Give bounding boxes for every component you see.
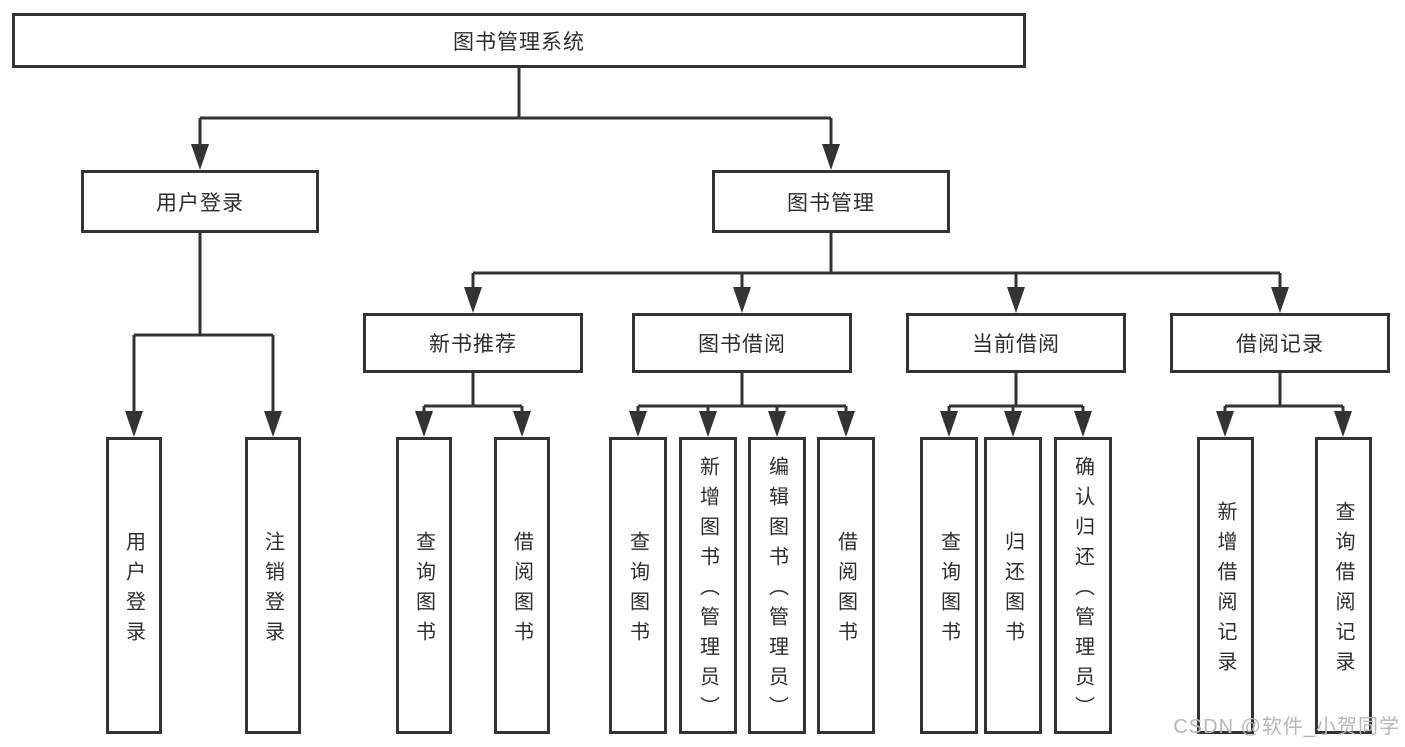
node-label: 查询借阅记录 [1332, 500, 1354, 681]
node-label: 查询图书 [412, 530, 435, 651]
node-label: 归还图书 [1001, 530, 1024, 651]
current-connector [940, 373, 1092, 437]
leaf-add-borrow-record: 新增借阅记录 [1197, 437, 1254, 734]
node-label: 借阅图书 [510, 530, 533, 651]
user-login-label: 用户登录 [156, 191, 244, 215]
leaf-query-books-recommend: 查询图书 [396, 437, 452, 734]
leaf-return-books: 归还图书 [984, 437, 1042, 734]
arrow-down-icon [464, 287, 482, 313]
records-connector [1216, 373, 1352, 437]
new-book-recommend-label: 新书推荐 [429, 333, 517, 356]
leaf-borrow-books: 借阅图书 [817, 437, 875, 734]
arrow-down-icon [264, 411, 282, 437]
arrow-down-icon [1216, 411, 1234, 437]
user-login-box: 用户登录 [81, 170, 319, 233]
watermark: CSDN @软件_小贺同学 [1173, 716, 1400, 738]
node-label: 确认归还（管理员） [1071, 455, 1094, 726]
leaf-borrow-books-recommend: 借阅图书 [494, 437, 550, 734]
leaf-confirm-return-admin: 确认归还（管理员） [1054, 437, 1112, 734]
book-management-box: 图书管理 [712, 170, 950, 233]
node-label: 用户登录 [122, 530, 145, 651]
node-label: 新增图书（管理员） [696, 455, 719, 726]
node-label: 新增借阅记录 [1214, 500, 1236, 681]
current-borrow-label: 当前借阅 [972, 333, 1060, 356]
arrow-down-icon [822, 144, 840, 170]
book-management-label: 图书管理 [787, 191, 875, 215]
leaf-logout-login: 注销登录 [245, 437, 301, 734]
node-label: 查询图书 [937, 530, 960, 651]
arrow-down-icon [1334, 411, 1352, 437]
leaf-user-login: 用户登录 [106, 437, 162, 734]
arrow-down-icon [699, 411, 717, 437]
arrow-down-icon [415, 411, 433, 437]
borrow-connector [629, 373, 855, 437]
new-book-recommend-box: 新书推荐 [363, 313, 583, 373]
arrow-down-icon [125, 411, 143, 437]
arrow-down-icon [191, 144, 209, 170]
node-label: 借阅图书 [834, 530, 857, 651]
leaf-query-books-current: 查询图书 [920, 437, 978, 734]
recommend-connector [415, 373, 531, 437]
arrow-down-icon [1271, 287, 1289, 313]
leaf-edit-books-admin: 编辑图书（管理员） [748, 437, 806, 734]
leaf-query-books-borrow: 查询图书 [609, 437, 667, 734]
book-borrow-box: 图书借阅 [632, 313, 852, 373]
borrow-records-box: 借阅记录 [1170, 313, 1390, 373]
root-label: 图书管理系统 [453, 30, 585, 54]
leaf-query-borrow-record: 查询借阅记录 [1315, 437, 1372, 734]
arrow-down-icon [733, 287, 751, 313]
arrow-down-icon [629, 411, 647, 437]
arrow-down-icon [837, 411, 855, 437]
borrow-records-label: 借阅记录 [1236, 333, 1324, 356]
root-box: 图书管理系统 [12, 13, 1026, 68]
node-label: 编辑图书（管理员） [765, 455, 788, 726]
arrow-down-icon [513, 411, 531, 437]
login-connector [125, 233, 282, 437]
arrow-down-icon [768, 411, 786, 437]
current-borrow-box: 当前借阅 [906, 313, 1126, 373]
node-label: 查询图书 [626, 530, 649, 651]
arrow-down-icon [1004, 411, 1022, 437]
leaf-add-books-admin: 新增图书（管理员） [679, 437, 737, 734]
arrow-down-icon [940, 411, 958, 437]
arrow-down-icon [1074, 411, 1092, 437]
node-label: 注销登录 [261, 530, 284, 651]
root-connector [191, 68, 840, 170]
book-borrow-label: 图书借阅 [698, 333, 786, 356]
arrow-down-icon [1007, 287, 1025, 313]
management-connector [464, 233, 1289, 313]
